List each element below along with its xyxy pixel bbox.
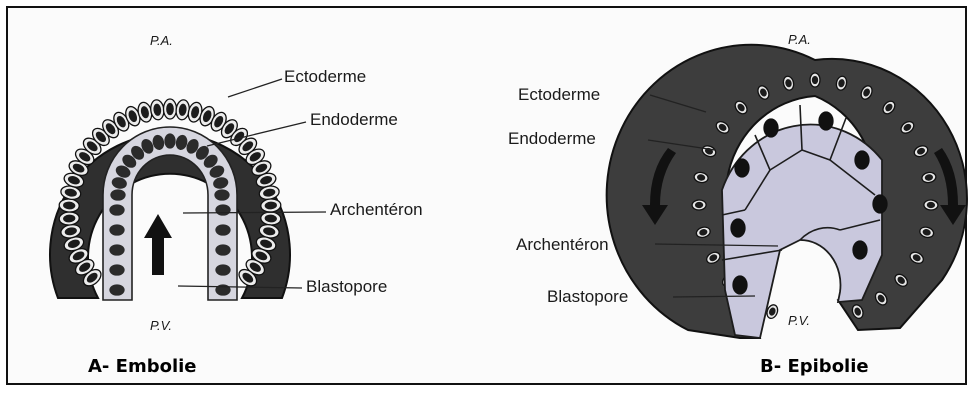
a-ectoderm-nucleus [64,202,75,209]
figure-frame-bottom [6,383,967,385]
b-ectoderm-nucleus [813,77,818,84]
b-label-ectoderme: Ectoderme [518,85,600,104]
a-invagination-arrow [144,214,172,275]
a-endoderm-nucleus [110,225,124,235]
b-caption: B- Epibolie [760,356,869,377]
a-endoderm-nucleus [165,134,175,148]
b-endoderm-nucleus [733,276,747,294]
a-endoderm-layer [103,127,237,300]
a-archenteron-pointer [183,212,326,213]
b-ectoderm-nucleus [838,79,844,87]
a-ectoderm-nucleus [167,104,173,115]
a-ectoderm-nucleus [64,215,75,222]
b-pole-top: P.A. [788,32,811,47]
a-pole-bottom: P.V. [150,318,172,333]
b-endoderm-nucleus [735,159,749,177]
a-endoderm-nucleus [216,225,230,235]
b-ectoderm-nucleus [927,202,934,207]
b-label-blastopore: Blastopore [547,287,628,306]
b-endoderm-nucleus [873,195,887,213]
b-endoderm-nucleus [855,151,869,169]
a-label-endoderme: Endoderme [310,110,398,129]
b-endoderm-nucleus [853,241,867,259]
a-label-ectoderme: Ectoderme [284,67,366,86]
a-endoderm-nucleus [110,245,124,255]
b-endoderm-nucleus [731,219,745,237]
b-label-archenteron: Archentéron [516,235,609,254]
a-endoderm-nucleus [216,205,230,215]
a-caption: A- Embolie [88,356,197,377]
a-label-archenteron: Archentéron [330,200,423,219]
a-endoderm-nucleus [216,265,230,275]
b-endoderm-nucleus [819,112,833,130]
a-endoderm-nucleus [216,245,230,255]
b-ectoderm-nucleus [697,174,705,180]
a-endoderm-nucleus [215,190,229,200]
a-ectoderm-nucleus [265,215,276,222]
b-label-endoderme: Endoderme [508,129,596,148]
b-ectoderm-nucleus [785,79,791,87]
a-label-blastopore: Blastopore [306,277,387,296]
a-endoderm-nucleus [110,285,124,295]
a-endoderm-nucleus [110,205,124,215]
a-endoderm-nucleus [111,190,125,200]
a-pole-top: P.A. [150,33,173,48]
b-endoderm-nucleus [764,119,778,137]
panel-b-epibolie: P.A. P.V. Ectoderme Endoderme Archentéro… [508,32,967,377]
panel-a-embolie: P.A. P.V. Ectoderme Endoderme Archentéro… [50,33,423,377]
a-endoderm-nucleus [110,265,124,275]
a-ectoderme-pointer [228,79,282,97]
b-ectoderm-nucleus [695,202,702,207]
a-ectoderm-nucleus [265,202,276,209]
b-pole-bottom: P.V. [788,313,810,328]
b-ectoderm-nucleus [925,174,933,180]
